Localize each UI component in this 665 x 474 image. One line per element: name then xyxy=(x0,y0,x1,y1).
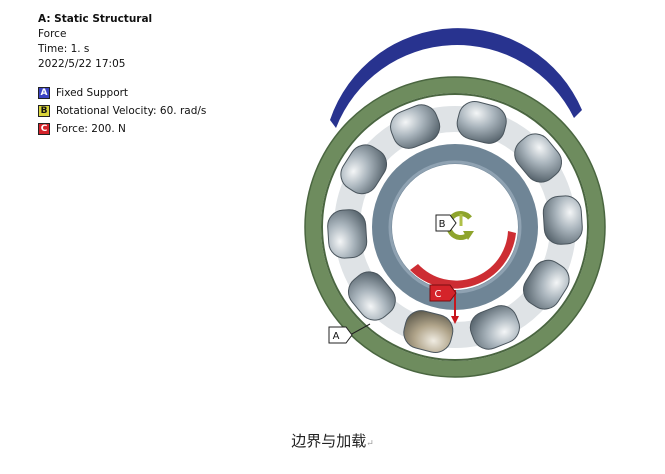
legend-badge-c: C xyxy=(38,123,50,135)
force-arrowhead-icon xyxy=(451,316,459,324)
legend-label-a: Fixed Support xyxy=(56,87,129,99)
figure-caption: 边界与加载↵ xyxy=(0,430,665,451)
roller-element[interactable] xyxy=(542,195,583,245)
return-mark-icon: ↵ xyxy=(366,439,374,449)
legend-label-b: Rotational Velocity: 60. rad/s xyxy=(56,105,207,117)
legend-badge-a: A xyxy=(38,87,50,99)
callout-a-label: A xyxy=(333,331,340,342)
outer-ring-outer-edge xyxy=(304,76,606,378)
callout-a[interactable]: A xyxy=(328,323,371,344)
info-panel: A: Static Structural Force Time: 1. s 20… xyxy=(38,12,152,72)
legend-badge-b: B xyxy=(38,105,50,117)
force-face xyxy=(410,231,516,289)
roller-element[interactable] xyxy=(517,254,575,315)
legend-item-fixed-support[interactable]: A Fixed Support xyxy=(38,84,206,102)
callout-c[interactable]: C xyxy=(429,284,457,302)
roller-element[interactable] xyxy=(386,100,445,153)
boundary-legend: A Fixed Support B Rotational Velocity: 6… xyxy=(38,84,206,138)
roller-group xyxy=(327,98,583,356)
legend-item-rotational-velocity[interactable]: B Rotational Velocity: 60. rad/s xyxy=(38,102,206,120)
roller-element[interactable] xyxy=(342,265,402,326)
legend-item-force[interactable]: C Force: 200. N xyxy=(38,120,206,138)
roller-element[interactable] xyxy=(466,301,525,354)
callout-b-label: B xyxy=(439,219,446,230)
time-label: Time: 1. s xyxy=(38,43,90,55)
outer-ring[interactable] xyxy=(305,77,605,377)
fixed-support-edge xyxy=(330,28,582,129)
outer-ring-inner-edge xyxy=(321,93,589,361)
roller-element[interactable] xyxy=(508,127,568,188)
callout-c-label: C xyxy=(435,289,442,300)
roller-element[interactable] xyxy=(327,209,368,259)
roller-element[interactable] xyxy=(400,307,456,356)
roller-element[interactable] xyxy=(454,98,510,147)
analysis-title: A: Static Structural xyxy=(38,13,153,25)
callout-b[interactable]: B xyxy=(435,214,457,232)
legend-label-c: Force: 200. N xyxy=(56,123,126,135)
date-label: 2022/5/22 17:05 xyxy=(38,58,126,70)
inner-ring-bore xyxy=(393,165,517,289)
result-type: Force xyxy=(38,28,67,40)
roller-element[interactable] xyxy=(335,139,393,200)
caption-text: 边界与加载 xyxy=(291,432,367,450)
